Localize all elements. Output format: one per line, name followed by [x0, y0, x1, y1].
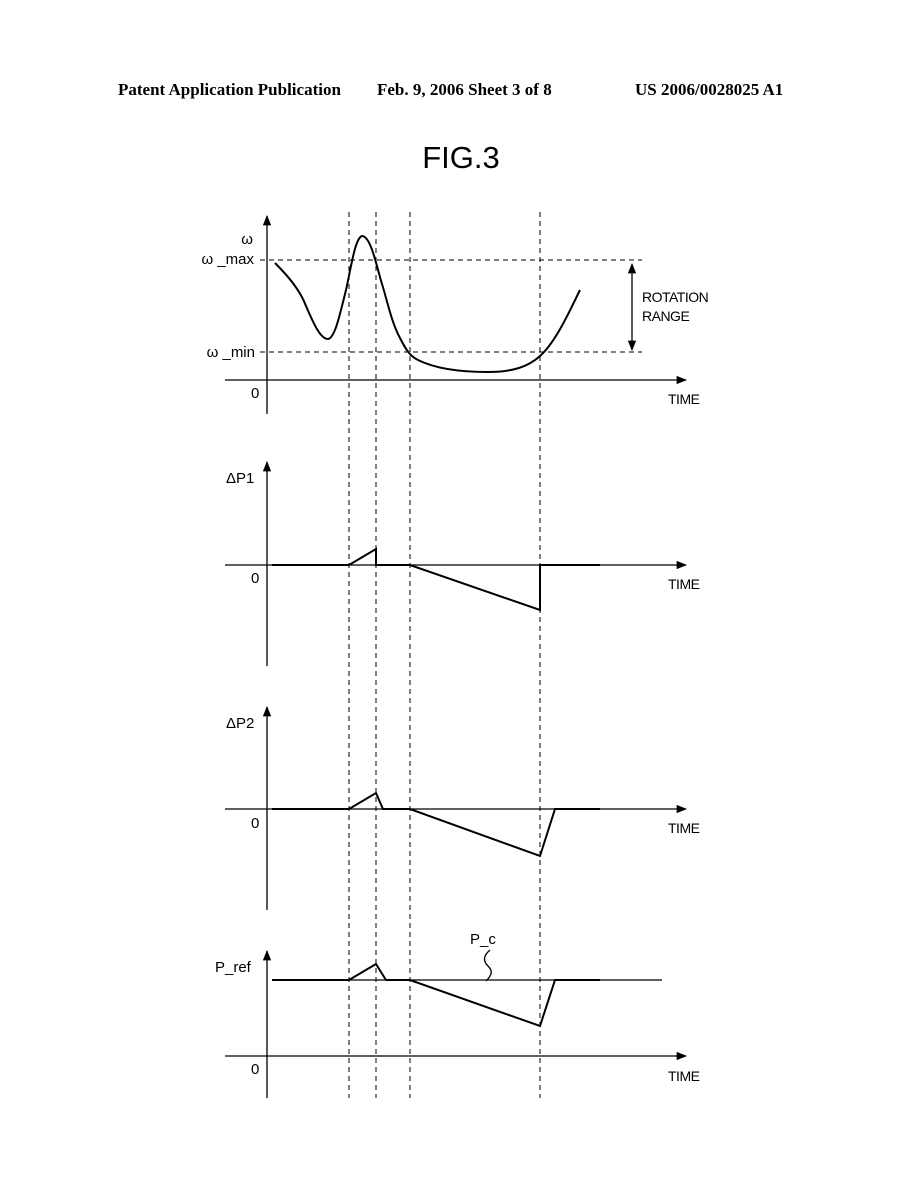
delta-p2-curve — [272, 791, 600, 858]
p-c-leader — [483, 949, 492, 982]
delta-p1-curve — [272, 547, 600, 612]
p-ref-axis-label: P_ref — [215, 959, 252, 976]
p-ref-panel: P_ref P_c 0 TIME — [215, 931, 700, 1098]
delta-p2-zero-label: 0 — [251, 815, 259, 832]
delta-p1-axis-label: ΔP1 — [226, 470, 254, 487]
omega-axis-label: ω — [241, 231, 253, 248]
p-c-label: P_c — [470, 931, 496, 948]
header-patent-number: US 2006/0028025 A1 — [635, 80, 784, 99]
omega-curve — [274, 234, 581, 374]
rotation-range-label-line2: RANGE — [642, 308, 689, 324]
omega-zero-label: 0 — [251, 385, 259, 402]
delta-p1-panel: ΔP1 0 TIME — [225, 460, 700, 666]
figure-title: FIG.3 — [422, 140, 500, 175]
header-date-sheet: Feb. 9, 2006 Sheet 3 of 8 — [377, 80, 552, 99]
delta-p2-panel: ΔP2 0 TIME — [225, 705, 700, 910]
delta-p2-time-label: TIME — [668, 820, 700, 836]
p-ref-curve — [272, 962, 600, 1028]
delta-p1-time-label: TIME — [668, 576, 700, 592]
omega-time-label: TIME — [668, 391, 700, 407]
omega-max-label: ω _max — [201, 251, 254, 268]
p-ref-zero-label: 0 — [251, 1061, 259, 1078]
time-marker-lines — [348, 212, 541, 1098]
rotation-range-label-line1: ROTATION — [642, 289, 708, 305]
delta-p2-axis-label: ΔP2 — [226, 715, 254, 732]
omega-min-label: ω _min — [207, 344, 255, 361]
delta-p1-zero-label: 0 — [251, 570, 259, 587]
omega-panel: ω ω _max ω _min 0 TIME ROTATION RANGE — [201, 214, 709, 414]
header-publication-type: Patent Application Publication — [118, 80, 341, 99]
p-ref-time-label: TIME — [668, 1068, 700, 1084]
